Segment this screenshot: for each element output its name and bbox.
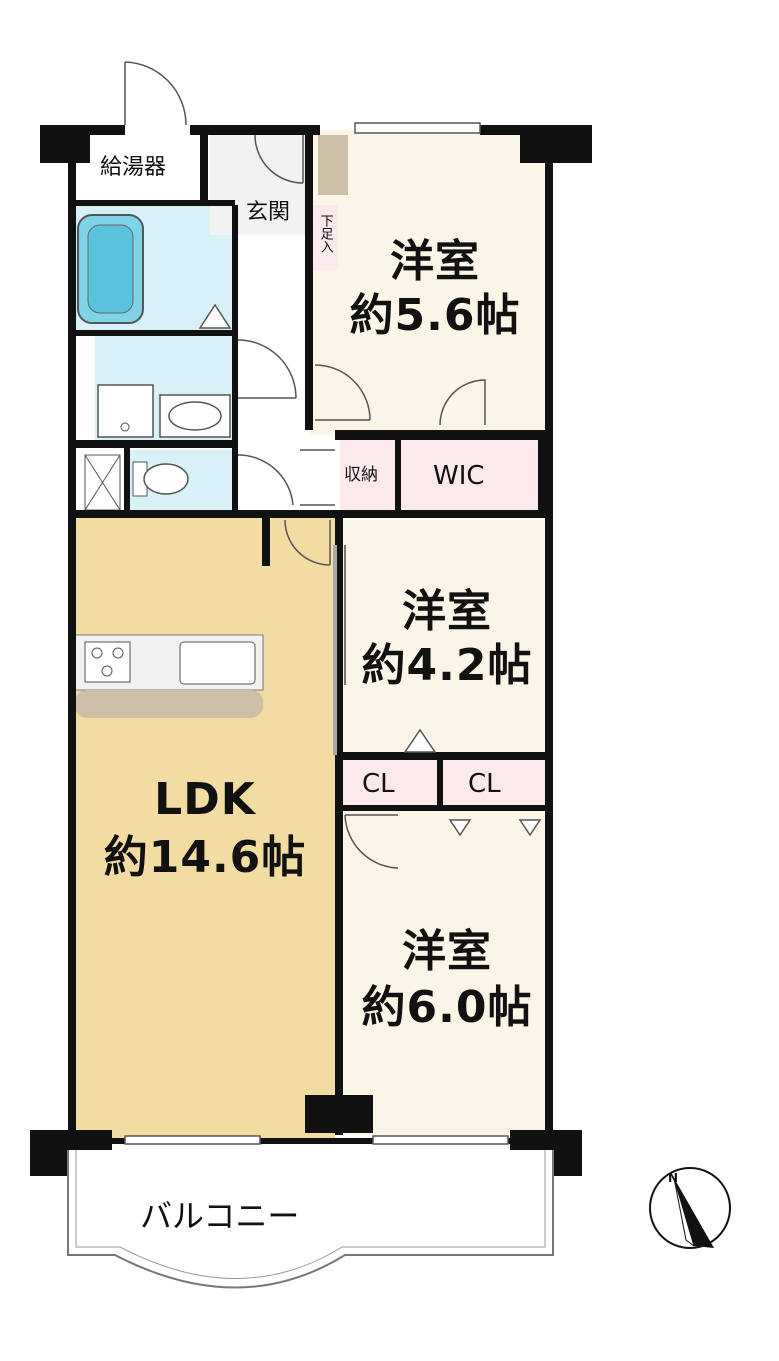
water-heater-label: 給湯器 <box>100 155 167 180</box>
washing-machine-space <box>97 384 154 438</box>
closet-2-label: CL <box>468 769 501 799</box>
western-room-1-floor <box>310 130 550 435</box>
hall-floor <box>235 240 310 515</box>
ldk-floor <box>70 515 335 1140</box>
western-room-3-name: 洋室 <box>402 926 492 977</box>
western-room-3-size: 約6.0帖 <box>361 982 533 1033</box>
wic-label: WIC <box>433 461 485 491</box>
western-room-2-floor <box>340 520 550 755</box>
stove <box>84 641 131 683</box>
western-room-1-name: 洋室 <box>390 236 480 287</box>
closet-2-floor <box>440 760 550 805</box>
shoe-storage-label: 下足入 <box>317 214 333 253</box>
drain <box>120 422 130 432</box>
storage-label: 収納 <box>344 465 378 485</box>
windows <box>124 122 509 1145</box>
western-room-3-floor <box>340 805 550 1135</box>
doors <box>124 61 486 869</box>
western-room-2-label: 洋室 約4.2帖 <box>342 590 552 688</box>
kitchen-bar <box>75 690 263 718</box>
bathtub-inner <box>87 224 134 314</box>
entrance-label: 玄関 <box>246 200 291 225</box>
western-room-3-label: 洋室 約6.0帖 <box>342 930 552 1030</box>
shoe-storage-floor <box>313 205 338 270</box>
western-room-2-name: 洋室 <box>402 586 492 637</box>
wic-floor <box>400 440 540 515</box>
room1-column <box>318 135 348 195</box>
water-heater-box <box>90 140 200 200</box>
kitchen-sink <box>179 641 256 685</box>
balcony-outline <box>67 1150 554 1289</box>
closet-1-floor <box>340 760 440 805</box>
ldk-name: LDK <box>154 774 256 825</box>
walls <box>30 125 592 1176</box>
toilet-bowl <box>143 463 189 495</box>
basin-bowl <box>168 401 222 431</box>
western-room-1-size: 約5.6帖 <box>349 290 521 341</box>
storage-floor <box>340 440 395 515</box>
western-room-2-size: 約4.2帖 <box>361 640 533 691</box>
closet-door-markers <box>198 303 542 837</box>
closet-1-label: CL <box>362 769 395 799</box>
entrance-tile <box>210 135 310 235</box>
ldk-size: 約14.6帖 <box>103 832 307 883</box>
ldk-label: LDK 約14.6帖 <box>95 778 315 880</box>
western-room-1-label: 洋室 約5.6帖 <box>330 240 540 338</box>
balcony-label: バルコニー <box>140 1197 300 1235</box>
compass <box>649 1167 731 1249</box>
compass-north-label: N <box>668 1171 679 1185</box>
